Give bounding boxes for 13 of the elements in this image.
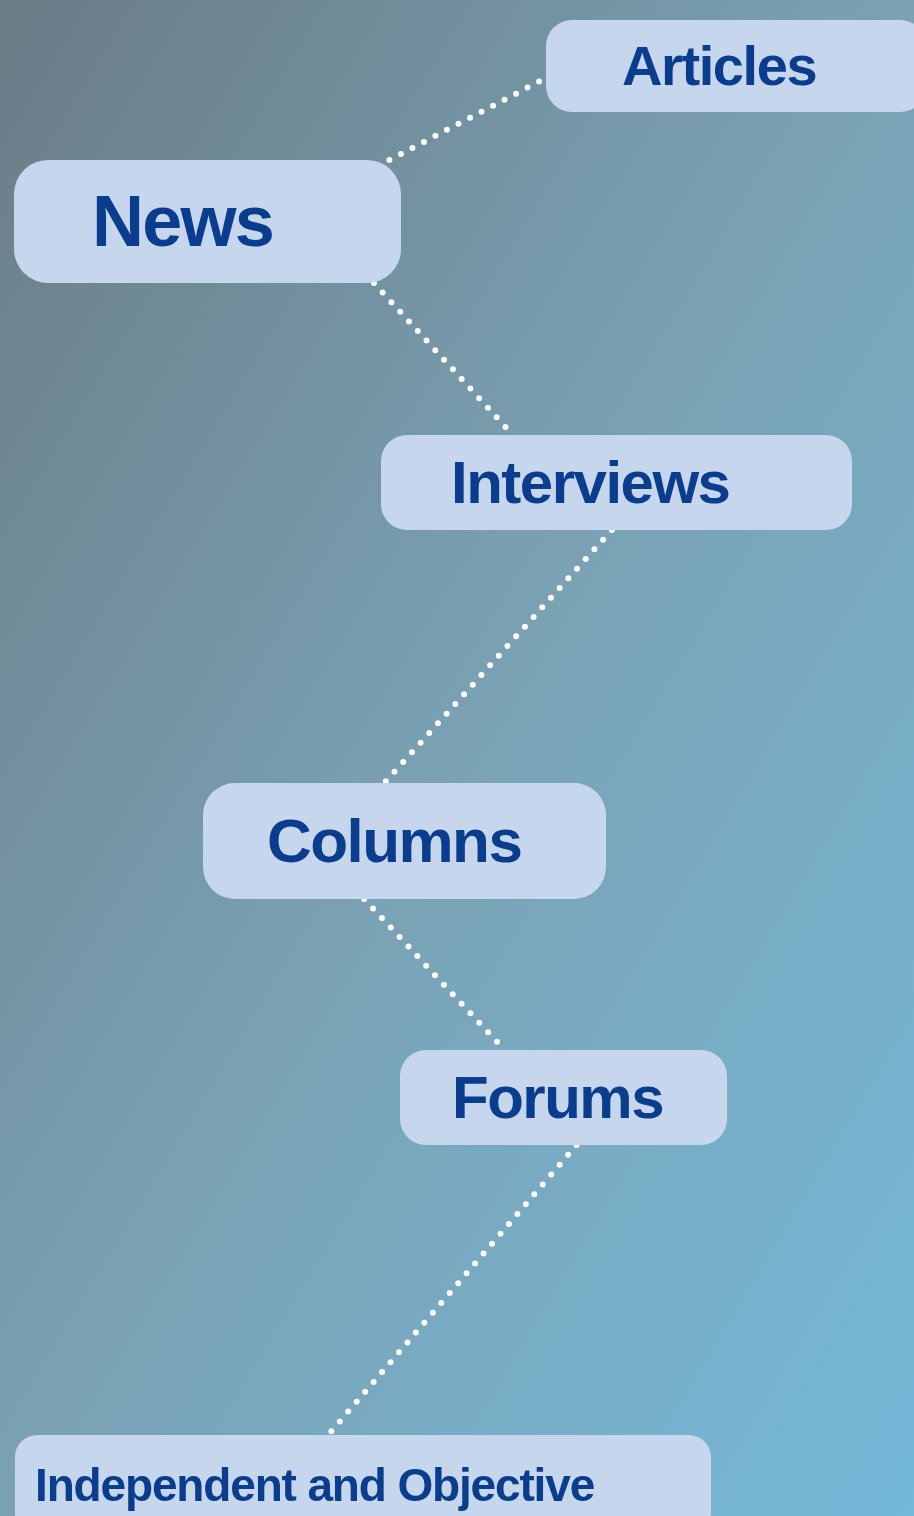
topic-label: Independent and Objective — [35, 1459, 595, 1511]
topic-label: Forums — [452, 1064, 664, 1131]
topic-label: Interviews — [451, 449, 730, 516]
topic-label: Articles — [622, 35, 817, 97]
topic-box — [15, 1435, 711, 1516]
topic-box — [400, 1050, 727, 1145]
dotted-connector — [381, 527, 615, 786]
topic-box — [14, 160, 401, 283]
topic-label: News — [92, 181, 273, 262]
topic-box — [203, 783, 606, 899]
topic-box — [546, 20, 914, 112]
topic-label: Columns — [267, 806, 522, 876]
topic-box — [381, 435, 852, 530]
